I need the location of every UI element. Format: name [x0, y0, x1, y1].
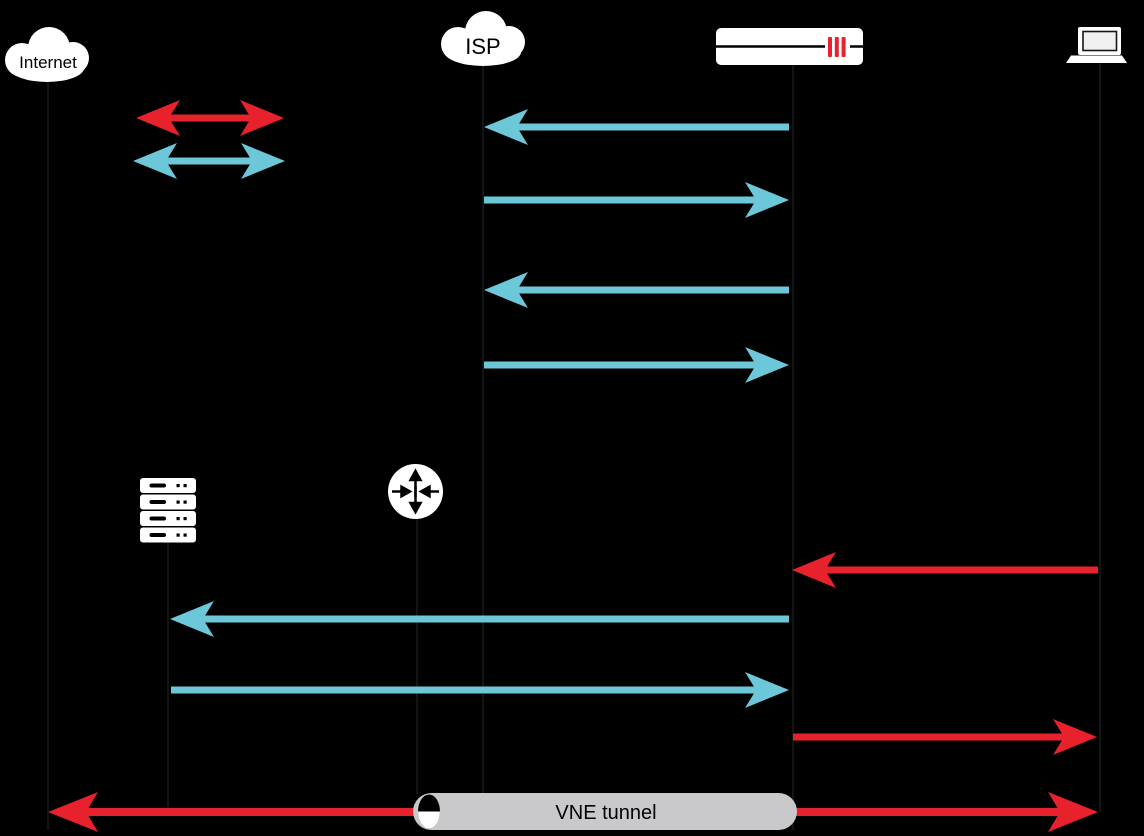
server-led-icon	[183, 517, 187, 521]
arrowhead-icon	[48, 792, 98, 832]
server-to-modem-arrow	[171, 672, 789, 708]
modem-node	[716, 28, 863, 65]
arrow-down-icon	[408, 501, 423, 515]
router-icon	[388, 464, 443, 519]
tunnel-mouth-opening	[418, 811, 440, 829]
legend-red-bidirectional-arrow	[136, 100, 284, 136]
legend-teal-bidirectional-arrow	[133, 143, 285, 179]
arrowhead-icon	[170, 601, 214, 637]
server-slab-handle	[149, 516, 166, 521]
arrows-layer	[48, 100, 1098, 832]
arrowhead-icon	[136, 100, 180, 136]
arrowhead-icon	[745, 347, 789, 383]
internet-node: Internet	[5, 27, 89, 82]
modem-to-isp-arrow-1	[484, 109, 789, 145]
server-slab	[140, 527, 196, 543]
server-led-icon	[183, 484, 187, 488]
vne-tunnel: VNE tunnel	[413, 793, 797, 830]
arrowhead-icon	[1048, 792, 1098, 832]
arrowhead-icon	[240, 100, 284, 136]
internet-label: Internet	[19, 53, 77, 72]
modem-to-laptop-arrow	[793, 719, 1097, 755]
modem-to-isp-arrow-2	[484, 272, 789, 308]
modem-to-server-arrow	[170, 601, 789, 637]
arrow-up-icon	[408, 468, 423, 482]
server-led-icon	[176, 484, 180, 488]
server-icon	[140, 478, 196, 543]
cloud-icon	[5, 27, 89, 82]
laptop-node	[1066, 27, 1127, 63]
arrowhead-icon	[745, 672, 789, 708]
arrowhead-icon	[484, 272, 528, 308]
server-slab	[140, 478, 196, 493]
arrowhead-icon	[484, 109, 528, 145]
isp-to-modem-arrow-2	[484, 347, 789, 383]
arrowhead-icon	[241, 143, 285, 179]
server-slab	[140, 511, 196, 526]
modem-router-icon	[716, 28, 863, 65]
arrow-left-icon	[418, 484, 431, 499]
router-node	[388, 464, 443, 519]
arrowhead-icon	[792, 552, 836, 588]
cloud-icon	[441, 11, 525, 66]
server-led-icon	[183, 500, 187, 504]
server-led-icon	[176, 517, 180, 521]
server-led-icon	[183, 533, 187, 537]
server-slab-handle	[149, 483, 166, 488]
laptop-icon	[1066, 27, 1127, 63]
lifelines-layer	[47, 63, 1101, 830]
tunnel-body	[413, 793, 797, 830]
arrowhead-icon	[745, 182, 789, 218]
server-node	[140, 478, 196, 543]
isp-node: ISP	[441, 11, 525, 66]
server-led-icon	[176, 533, 180, 537]
tunnel-label: VNE tunnel	[555, 802, 656, 824]
arrow-right-icon	[400, 484, 413, 499]
server-slab	[140, 494, 196, 510]
laptop-to-modem-arrow	[792, 552, 1098, 588]
server-slab-handle	[149, 533, 166, 537]
isp-to-modem-arrow-1	[484, 182, 789, 218]
server-led-icon	[176, 500, 180, 504]
server-slab-handle	[149, 500, 166, 504]
arrowhead-icon	[1053, 719, 1097, 755]
arrowhead-icon	[133, 143, 177, 179]
isp-label: ISP	[465, 34, 500, 59]
